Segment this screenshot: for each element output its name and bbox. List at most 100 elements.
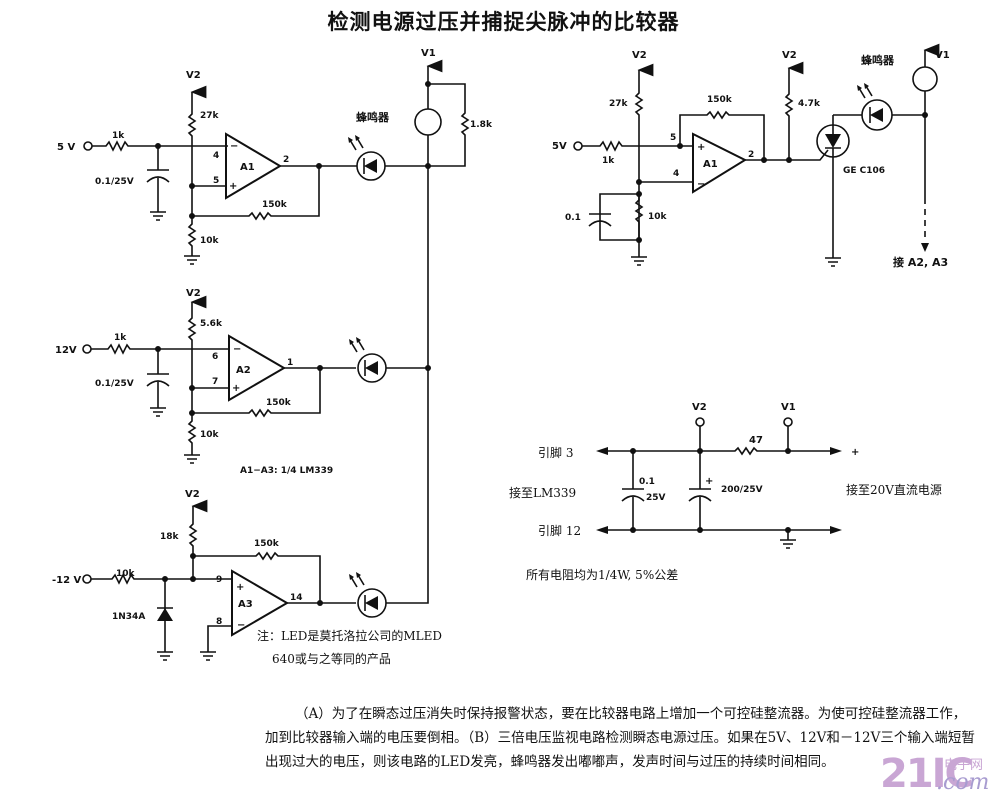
cap-label: 0.1/25V [95,379,134,389]
v2-terminal-icon [695,417,705,427]
buzzer-icon [414,108,442,136]
gate-supply-label: V2 [782,50,797,61]
buzzer-label: 蜂鸣器 [356,110,390,124]
pin-out: 2 [283,155,289,165]
to-lm339-label: 接至LM339 [509,485,576,500]
capacitor-icon [588,213,612,227]
capacitor-icon [621,451,645,530]
input-terminal-icon [82,574,92,584]
connect-note: 接 A2, A3 [893,255,948,269]
v1-label: V1 [935,50,950,61]
r-feedback-label: 150k [254,539,280,549]
pin-minus: 4 [213,151,219,161]
pin12-label: 引脚 12 [538,523,581,538]
r-in-label: 1k [602,156,615,166]
pin-plus: 9 [216,575,222,585]
r-bottom-label: 10k [200,236,220,246]
cap-label: 0.1 [565,213,581,223]
r-top-label: 27k [609,99,629,109]
watermark-com: .com [936,770,990,795]
pin-plus: 7 [212,377,218,387]
r-in-label: 1k [114,333,127,343]
cap1-label-a: 0.1 [639,477,655,487]
description-text: （A）为了在瞬态过压消失时保持报警状态，要在比较器电路上增加一个可控硅整流器。为… [265,706,975,770]
input-terminal-icon [573,141,583,151]
r-top-label: 5.6k [200,319,223,329]
v1-terminal-icon [783,417,793,427]
pin-plus: 5 [670,133,676,143]
pin3-label: 引脚 3 [538,445,573,460]
comparator-a1-icon [225,132,282,200]
r-in-label: 10k [116,569,136,579]
led-icon [349,337,428,383]
cap2-plus: + [705,476,713,487]
a2-input-label: 12V [55,345,77,356]
description-paragraph: （A）为了在瞬态过压消失时保持报警状态，要在比较器电路上增加一个可控硅整流器。为… [265,702,975,774]
supply-label: V2 [632,50,647,61]
minus-sign: − [233,344,241,355]
buzzer-section: V1 蜂鸣器 1.8k [356,48,493,600]
supply-label: V2 [186,288,201,299]
r-top-label: 18k [160,532,180,542]
pin-minus: 4 [673,169,679,179]
buzzer-icon [912,66,938,92]
watermark-cn: 电子网 [944,758,984,773]
buzzer-label: 蜂鸣器 [861,53,895,67]
led-icon [348,135,428,181]
r-feedback-label: 150k [262,200,288,210]
capacitor-icon [146,349,170,408]
resistor-note: 所有电阻均为1/4W, 5%公差 [526,568,678,582]
minus-sign: − [230,141,238,152]
r-feedback-label: 150k [266,398,292,408]
scr-label: GE C106 [843,166,885,176]
diode-1n34a-icon [157,579,173,661]
comparator-a3-icon [231,569,289,637]
cap1-label-b: 25V [646,493,666,503]
r-series-label: 47 [749,435,763,446]
comparator-name: A1 [703,159,718,170]
r-top-icon [187,110,197,146]
v1-label: V1 [421,48,436,59]
r-buzzer-icon [428,83,470,167]
input-label: 5V [552,141,567,152]
r-feedback-label: 150k [707,95,733,105]
ground-icon [150,211,166,221]
plus-sign: + [697,142,705,153]
minus-sign: − [237,620,245,631]
watermark-big: 21IC [880,751,974,797]
a3-input-label: -12 V [52,575,82,586]
circuit-a: 5V 1k V2 27k 10k 0.1 150k + − A1 5 4 2 V… [552,43,950,269]
led-icon [857,83,925,131]
led-icon [349,572,429,618]
input-terminal-icon [83,141,93,151]
r-in-label: 1k [112,131,125,141]
comparator-a2-icon [228,334,286,402]
r-bottom-label: 10k [200,430,220,440]
plus-sign: + [229,181,237,192]
r-top-label: 27k [200,111,220,121]
to-supply-label: 接至20V直流电源 [846,482,942,497]
pin-minus: 6 [212,352,218,362]
ground-icon [150,407,166,417]
comparator-name: A2 [236,365,251,376]
minus-sign: − [697,179,705,190]
ground-icon [200,625,232,661]
arrow-right-icon [830,526,842,534]
comparator-a1-icon [692,132,748,194]
cap2-label: 200/25V [721,485,763,495]
cap-label: 0.1/25V [95,177,134,187]
ground-icon [599,193,647,266]
r-bottom-label: 10k [648,212,668,222]
page-title: 检测电源过压并捕捉尖脉冲的比较器 [327,10,680,34]
plus-terminal: + [851,447,859,458]
scr-icon [789,115,850,267]
circuit-b-a1: 5 V 1k 0.1/25V V2 27k 10k − + A1 4 5 2 1… [57,70,428,265]
input-terminal-icon [82,344,92,354]
r-gate-label: 4.7k [798,99,821,109]
ground-icon [780,530,796,549]
arrow-left-icon [596,447,608,455]
led-note-line2: 640或与之等同的产品 [272,651,391,666]
capacitor-icon [146,146,170,212]
r-bottom-icon [187,216,197,256]
pin-out: 14 [290,593,303,603]
